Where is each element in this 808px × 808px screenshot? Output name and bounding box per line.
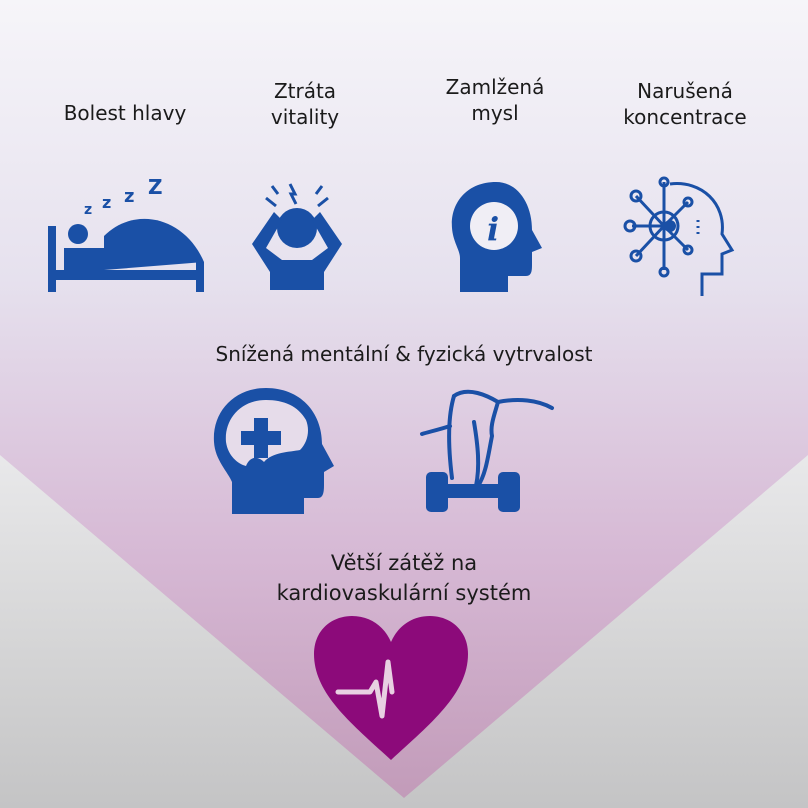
label-endurance: Snížená mentální & fyzická vytrvalost (215, 342, 593, 366)
label-line: vitality (270, 105, 340, 129)
label-narusena-koncentrace: Narušená koncentrace (595, 78, 775, 130)
headache-person-icon (252, 183, 342, 290)
heart-pulse-icon (314, 616, 468, 760)
label-line: kardiovaskulární systém (276, 581, 532, 605)
head-network-icon (623, 176, 735, 296)
label-line: Větší zátěž na (330, 551, 478, 575)
svg-text:z: z (102, 193, 111, 212)
svg-text:i: i (487, 210, 499, 248)
svg-text:z: z (124, 186, 134, 207)
label-line: koncentrace (623, 105, 747, 129)
label-ztrata-vitality: Ztráta vitality (220, 78, 390, 130)
label-cardio: Větší zátěž na kardiovaskulární systém (200, 548, 608, 608)
label-line: Zamlžená (445, 75, 545, 99)
label-line: Ztráta (273, 79, 337, 103)
label-line: Narušená (637, 79, 733, 103)
arm-dumbbell-icon (420, 389, 554, 512)
head-medical-cross-icon (213, 388, 334, 514)
sleeping-in-bed-icon: z z z Z (48, 176, 204, 292)
svg-text:z: z (84, 202, 92, 218)
label-line: mysl (471, 101, 519, 125)
head-info-icon: i (451, 182, 542, 292)
label-zamlzena-mysl: Zamlžená mysl (410, 74, 580, 126)
svg-text:Z: Z (148, 176, 163, 199)
label-bolest-hlavy: Bolest hlavy (63, 101, 187, 125)
